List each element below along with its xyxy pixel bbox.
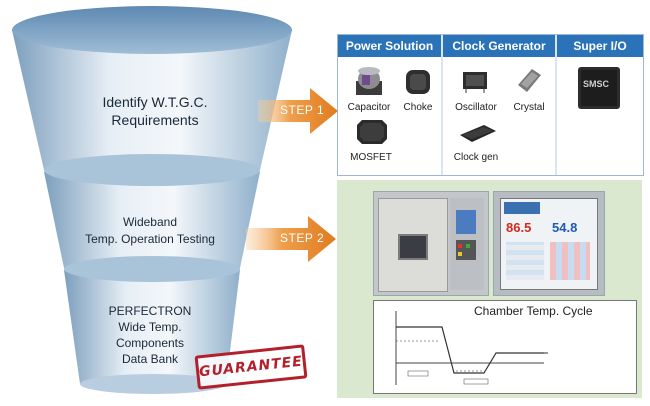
guarantee-stamp-text: GUARANTEE [198, 353, 304, 381]
header-super-io: Super I/O [573, 39, 627, 53]
funnel-top-rim [12, 6, 292, 54]
crystal-label: Crystal [513, 102, 545, 113]
chip-brand: SMSC [583, 79, 610, 89]
stage3-line4: Data Bank [121, 352, 179, 366]
column-divider [441, 35, 443, 175]
mosfet-label: MOSFET [350, 152, 392, 163]
stage2-label: Wideband Temp. Operation Testing [60, 214, 240, 248]
stage1-label: Identify W.T.G.C. Requirements [70, 93, 240, 129]
choke-label: Choke [403, 102, 433, 113]
stage3-label: PERFECTRON Wide Temp. Components Data Ba… [80, 303, 220, 367]
stage1-line1: Identify W.T.G.C. [102, 94, 208, 110]
stage3-line3: Components [115, 336, 185, 350]
column-divider [555, 35, 557, 175]
mosfet-icon [357, 120, 387, 144]
oscillator-label: Oscillator [455, 102, 497, 113]
funnel-rim-3 [64, 256, 240, 282]
funnel-diagram [12, 6, 292, 394]
header-clock-generator: Clock Generator [452, 39, 546, 53]
display-humidity-reading: 54.8 [552, 220, 578, 235]
crystal-icon [518, 69, 541, 92]
temperature-controller-display: 86.5 54.8 [493, 191, 605, 296]
clock-gen-icon [460, 125, 496, 142]
panel1-header: Power Solution Clock Generator Super I/O [338, 35, 643, 57]
step1-label: STEP 1 [280, 103, 325, 117]
stage3-line1: PERFECTRON [108, 304, 192, 318]
funnel-bottom-rim [80, 374, 226, 394]
header-power-solution: Power Solution [345, 39, 434, 53]
oscillator-icon [463, 72, 487, 93]
funnel-rim-2 [44, 154, 260, 186]
chamber-temp-cycle-chart: Chamber Temp. Cycle [373, 300, 637, 394]
chamber-temp-cycle-title: Chamber Temp. Cycle [474, 304, 593, 318]
funnel-segment-top [12, 30, 292, 170]
clock-gen-label: Clock gen [453, 152, 499, 163]
super-io-chip-icon: SMSC [578, 67, 620, 109]
funnel-segment-middle [44, 172, 260, 268]
step1-components-panel: Power Solution Clock Generator Super I/O… [337, 34, 644, 176]
temp-cycle-plot [395, 311, 548, 385]
capacitor-label: Capacitor [347, 102, 391, 113]
stage3-line2: Wide Temp. [118, 320, 182, 334]
step1-arrow [258, 88, 338, 134]
display-temp-reading: 86.5 [506, 220, 532, 235]
test-chamber-photo [373, 191, 489, 296]
stage1-line2: Requirements [111, 112, 199, 128]
capacitor-icon [356, 67, 382, 95]
choke-icon [406, 70, 430, 94]
step2-label: STEP 2 [280, 231, 325, 245]
stage2-line1: Wideband [122, 215, 178, 229]
stage2-line2: Temp. Operation Testing [85, 232, 215, 246]
step2-arrow [246, 216, 336, 262]
